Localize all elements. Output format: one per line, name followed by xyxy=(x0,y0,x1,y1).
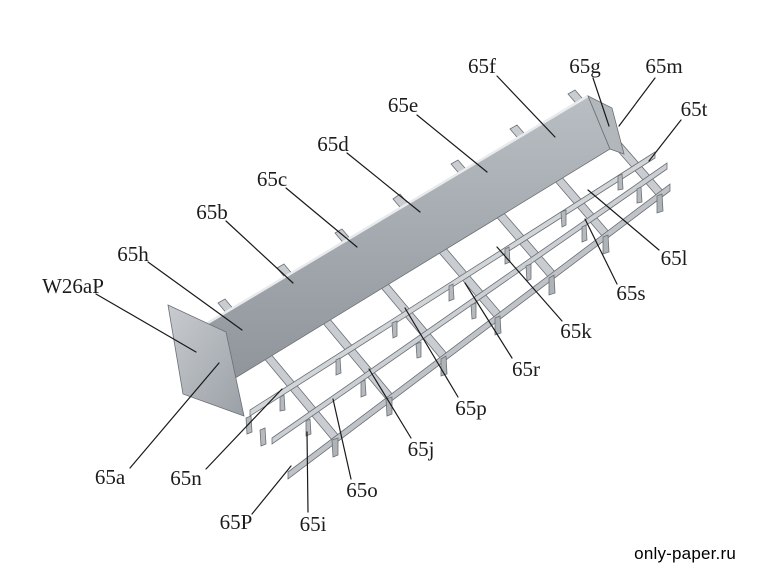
part-label-65p: 65p xyxy=(455,396,487,420)
part-label-65i: 65i xyxy=(300,512,327,536)
leader-line-65j xyxy=(368,368,412,439)
part-labels: W26aP 65h 65b 65c 65d 65e 65f 65g 65m 65… xyxy=(42,54,707,536)
rib-foot xyxy=(656,193,664,214)
rib-foot xyxy=(548,274,556,296)
end-leg xyxy=(259,427,267,447)
leader-line-65p xyxy=(404,307,459,398)
stringer-leg xyxy=(335,357,342,376)
part-label-65k: 65k xyxy=(560,319,592,343)
part-label-65j: 65j xyxy=(408,437,435,461)
stringer-leg xyxy=(636,186,643,204)
leader-line-65m xyxy=(618,77,656,127)
leader-line-65n xyxy=(205,388,283,470)
leader-line-65g xyxy=(592,77,610,127)
end-leg xyxy=(245,415,253,435)
watermark-text: only-paper.ru xyxy=(634,544,736,563)
rib-foot xyxy=(331,437,339,458)
rib-foot xyxy=(602,234,610,255)
stringer-leg xyxy=(560,209,567,228)
leader-line-65k xyxy=(496,246,563,322)
stringer-leg xyxy=(360,379,367,398)
end-legs xyxy=(245,415,267,447)
part-label-65r: 65r xyxy=(512,357,540,381)
part-label-65n: 65n xyxy=(170,466,202,490)
part-label-65f: 65f xyxy=(468,54,496,78)
leader-line-65h xyxy=(147,261,243,331)
part-label-65m: 65m xyxy=(645,54,682,78)
leader-line-65s xyxy=(584,218,618,285)
part-label-65g: 65g xyxy=(569,54,601,78)
leader-line-65d xyxy=(346,152,421,213)
part-label-65l: 65l xyxy=(661,246,688,270)
leader-line-65c xyxy=(285,187,358,248)
stringer-leg xyxy=(617,173,624,191)
stringer-leg xyxy=(470,302,477,320)
leader-line-65o xyxy=(332,398,352,480)
leader-line-65l xyxy=(587,189,660,251)
rib-foot xyxy=(385,396,393,417)
stringer-leg xyxy=(581,224,588,243)
leader-line-65t xyxy=(648,119,682,162)
stringer-legs-upper xyxy=(279,173,624,412)
stringer-leg xyxy=(279,394,286,412)
leader-line-65b xyxy=(225,220,294,284)
stringer-leg xyxy=(391,320,398,339)
part-label-65e: 65e xyxy=(388,93,418,117)
part-label-65h: 65h xyxy=(117,242,149,266)
bottom-rail xyxy=(287,183,671,480)
part-label-w26ap: W26aP xyxy=(42,274,104,298)
stringer-leg xyxy=(525,263,532,282)
leader-lines xyxy=(95,75,682,515)
part-label-65s: 65s xyxy=(616,281,645,305)
part-label-65o: 65o xyxy=(346,478,378,502)
stringer-leg xyxy=(448,283,455,302)
rib-foot xyxy=(494,315,502,336)
stringer-leg xyxy=(415,341,422,359)
end-plate-w26ap xyxy=(167,304,245,417)
wall-top-flange xyxy=(185,94,589,338)
part-label-65P: 65P xyxy=(220,510,253,534)
leader-line-w26ap xyxy=(95,293,197,353)
leader-line-65e xyxy=(416,114,488,173)
part-label-65d: 65d xyxy=(317,132,349,156)
leader-line-65a xyxy=(129,362,220,469)
stringer-middle xyxy=(271,162,668,445)
leader-line-65f xyxy=(496,75,556,138)
part-label-65t: 65t xyxy=(681,97,708,121)
leader-line-65P xyxy=(251,465,292,515)
right-end-cap xyxy=(587,95,625,155)
stringer-legs-middle xyxy=(305,186,643,437)
part-label-65a: 65a xyxy=(95,465,126,489)
part-label-65b: 65b xyxy=(196,200,228,224)
part-label-65c: 65c xyxy=(257,167,287,191)
leader-line-65r xyxy=(464,282,513,359)
leader-line-65i xyxy=(306,431,309,513)
rib-feet xyxy=(331,193,664,458)
